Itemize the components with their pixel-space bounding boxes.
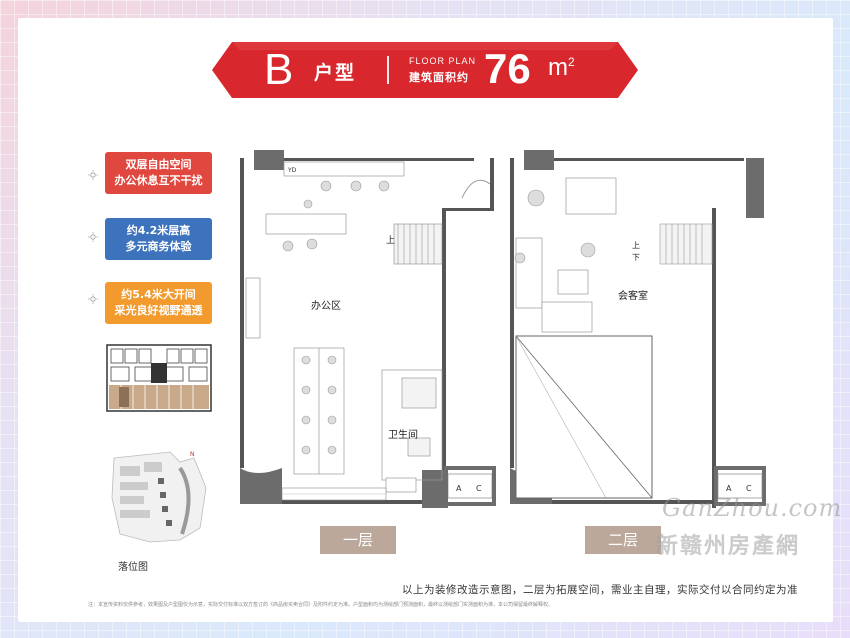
stairs-up-label: 上 xyxy=(632,241,640,250)
meeting-room-label: 会客室 xyxy=(618,289,648,302)
yd-label: YD xyxy=(287,167,297,174)
area-label: 建筑面积约 xyxy=(409,71,469,84)
sun-icon xyxy=(88,294,98,304)
office-area-label: 办公区 xyxy=(311,299,341,312)
banner-divider xyxy=(387,56,389,84)
stairs-up-label: 上 xyxy=(386,235,395,246)
watermark-text: 新赣州房產網 xyxy=(656,534,801,559)
floor2-plan: A C 会客室 上 下 xyxy=(506,148,770,508)
area-value: 76 xyxy=(484,45,531,92)
banner-shape xyxy=(212,42,638,98)
unit-type-label: 户型 xyxy=(314,62,357,84)
disclaimer-caption: 以上为装修改造示意图，二层为拓展空间，需业主自理，实际交付以合同约定为准 xyxy=(402,584,798,596)
floor-plan-label: FLOOR PLAN xyxy=(409,56,477,66)
header-banner: B 户型 FLOOR PLAN 建筑面积约 76 m2 xyxy=(212,40,638,100)
sun-icon xyxy=(88,170,98,180)
compass-label: N xyxy=(190,451,195,458)
area-unit: m2 xyxy=(548,54,575,81)
ac-label-a: A xyxy=(726,484,732,493)
legal-note: 注：本宣传资料仅供参考，效果图及户型图仅为示意，实际交付标准以双方签订的《商品房… xyxy=(88,602,554,608)
site-plan: N xyxy=(111,451,207,543)
watermark-logo: GanZhou.com xyxy=(662,494,843,522)
sun-icon xyxy=(88,232,98,242)
feature-tag-width: 约5.4米大开间采光良好视野通透 xyxy=(105,282,212,324)
floor2-button[interactable]: 二层 xyxy=(585,526,661,554)
location-key-plan xyxy=(105,343,213,413)
floor1-button[interactable]: 一层 xyxy=(320,526,396,554)
feature-tag-space: 双层自由空间办公休息互不干扰 xyxy=(105,152,212,194)
floor1-plan: YD A C 办公区 卫生间 上 xyxy=(236,148,500,508)
stairs-down-label: 下 xyxy=(632,253,640,262)
site-plan-label: 落位图 xyxy=(118,562,148,573)
bathroom-label: 卫生间 xyxy=(388,428,418,441)
feature-tag-height: 约4.2米层高多元商务体验 xyxy=(105,218,212,260)
ac-label-c: C xyxy=(746,484,752,493)
unit-letter: B xyxy=(264,45,294,94)
ac-label-a: A xyxy=(456,484,462,493)
ac-label-c: C xyxy=(476,484,482,493)
